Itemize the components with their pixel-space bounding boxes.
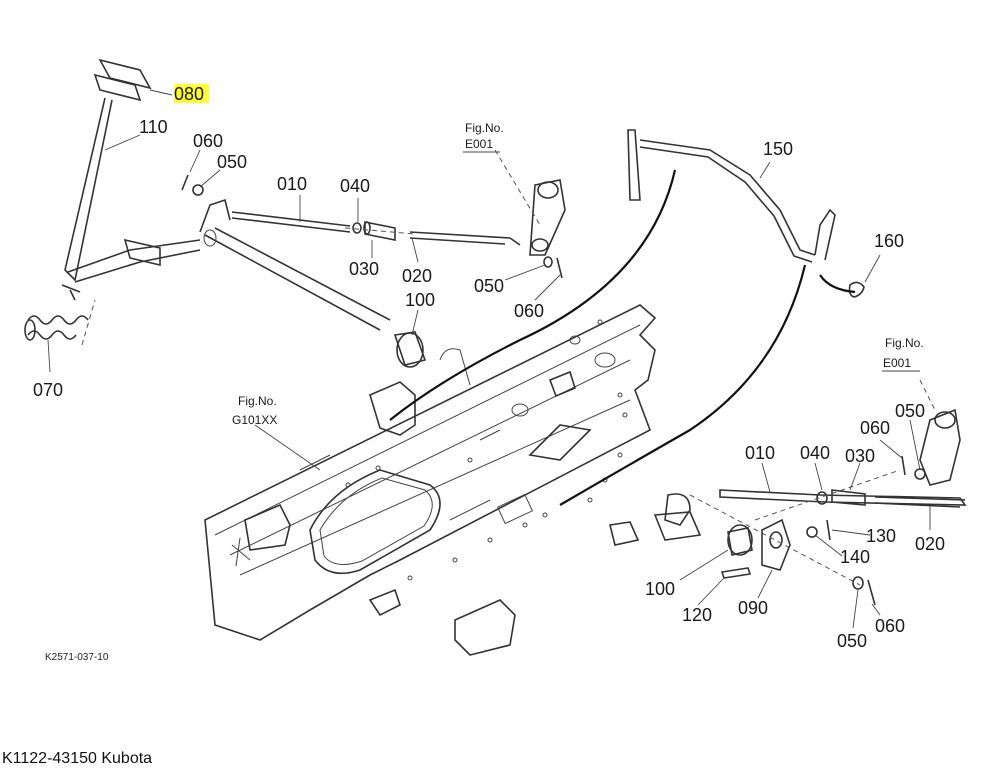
label-010-b: 010 — [745, 443, 775, 463]
label-040-a: 040 — [340, 176, 370, 196]
arrow-line-3 — [819, 274, 856, 294]
label-060-a: 060 — [193, 131, 223, 151]
label-030-b: 030 — [845, 446, 875, 466]
arrow-line-1 — [389, 169, 677, 421]
label-010-a: 010 — [277, 174, 307, 194]
drawing-code: K2571-037-10 — [45, 652, 109, 663]
label-060-d: 060 — [875, 616, 905, 636]
fig-ref-g101-line1: Fig.No. — [238, 394, 277, 408]
brake-pedal-assembly — [61, 58, 427, 368]
label-090: 090 — [738, 598, 768, 618]
part-caption: K1122-43150 Kubota — [2, 750, 153, 767]
label-050-d: 050 — [837, 631, 867, 651]
label-080: 080 — [174, 84, 204, 104]
pin-060-upper — [181, 174, 204, 196]
label-130: 130 — [866, 526, 896, 546]
label-070: 070 — [33, 380, 63, 400]
label-020-a: 020 — [402, 266, 432, 286]
fig-ref-e001-right-line1: Fig.No. — [885, 336, 924, 350]
label-050-b: 050 — [474, 276, 504, 296]
highlight-080 — [174, 84, 209, 103]
label-060-c: 060 — [860, 418, 890, 438]
label-060-b: 060 — [514, 301, 544, 321]
lower-right-assembly — [609, 379, 967, 606]
label-140: 140 — [840, 547, 870, 567]
label-100-a: 100 — [405, 290, 435, 310]
arrow-line-2 — [559, 264, 807, 506]
label-150: 150 — [763, 139, 793, 159]
label-100-b: 100 — [645, 579, 675, 599]
spring-070 — [24, 299, 96, 346]
label-110: 110 — [139, 117, 168, 137]
linkage-e001-upper — [494, 149, 566, 279]
chassis-frame — [204, 304, 657, 656]
fig-ref-g101-line2: G101XX — [232, 413, 277, 427]
label-050-c: 050 — [895, 401, 925, 421]
label-160: 160 — [874, 231, 904, 251]
leader-lines — [47, 89, 931, 629]
label-040-b: 040 — [800, 443, 830, 463]
label-020-b: 020 — [915, 534, 945, 554]
label-050-a: 050 — [217, 152, 247, 172]
rod-assembly-upper — [231, 211, 521, 246]
fig-ref-e001-right-line2: E001 — [883, 356, 911, 370]
label-120: 120 — [682, 605, 712, 625]
fig-ref-e001-left-line1: Fig.No. — [465, 121, 504, 135]
label-030-a: 030 — [349, 259, 379, 279]
rod-150 — [627, 129, 865, 298]
fig-ref-e001-left-line2: E001 — [465, 137, 493, 151]
